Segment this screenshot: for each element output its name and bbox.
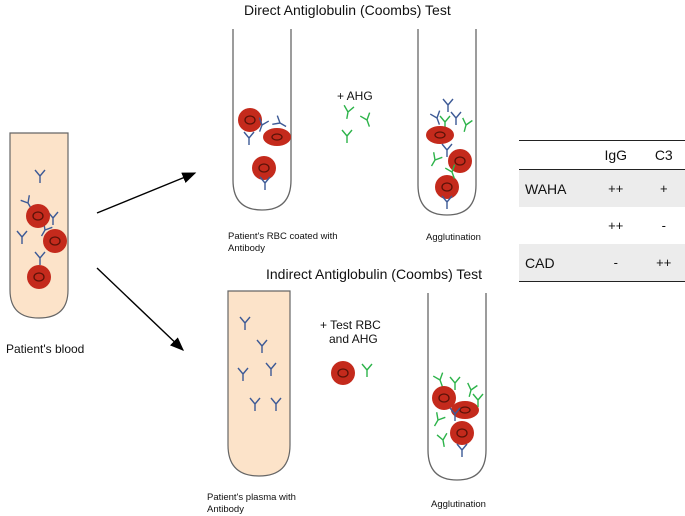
and-ahg-label: and AHG: [329, 332, 378, 346]
direct-agglutination-tube: [417, 29, 477, 216]
table-header-empty: [519, 140, 589, 170]
table-header-row: IgG C3: [519, 140, 685, 170]
row-label: WAHA: [519, 169, 589, 207]
test-rbc-and-ahg: [330, 360, 373, 386]
patient-plasma-tube: [227, 290, 291, 477]
agglutination-indirect-label: Agglutination: [431, 499, 486, 510]
patient-blood-tube: [9, 132, 69, 319]
table-row: ++ -: [519, 207, 685, 244]
igg-value: ++: [589, 169, 643, 207]
row-label: CAD: [519, 244, 589, 282]
rbc-coated-label: Patient's RBC coated with Antibody: [228, 231, 338, 254]
patient-blood-label: Patient's blood: [6, 342, 85, 356]
table-header-igg: IgG: [589, 140, 643, 170]
indirect-agglutination-tube: [427, 293, 487, 481]
igg-value: -: [589, 244, 643, 282]
agglutination-direct-label: Agglutination: [426, 232, 481, 243]
results-table: IgG C3 WAHA ++ + ++ - CAD - ++: [519, 140, 685, 282]
row-label: [519, 207, 589, 244]
plus-test-rbc-label: + Test RBC: [320, 318, 381, 332]
c3-value: ++: [642, 244, 685, 282]
c3-value: -: [661, 218, 666, 233]
arrow-to-direct: [96, 172, 197, 214]
table-row: CAD - ++: [519, 244, 685, 282]
igg-value: ++: [608, 218, 624, 233]
table-header-c3: C3: [642, 140, 685, 170]
direct-test-title: Direct Antiglobulin (Coombs) Test: [244, 2, 451, 18]
direct-rbc-tube: [232, 29, 292, 211]
ahg-molecules: [341, 104, 375, 144]
table-row: WAHA ++ +: [519, 169, 685, 207]
patient-plasma-label: Patient's plasma with Antibody: [207, 492, 296, 515]
arrow-to-indirect: [96, 267, 185, 351]
indirect-test-title: Indirect Antiglobulin (Coombs) Test: [266, 266, 483, 282]
c3-value: +: [642, 169, 685, 207]
plus-ahg-label: + AHG: [337, 89, 373, 103]
